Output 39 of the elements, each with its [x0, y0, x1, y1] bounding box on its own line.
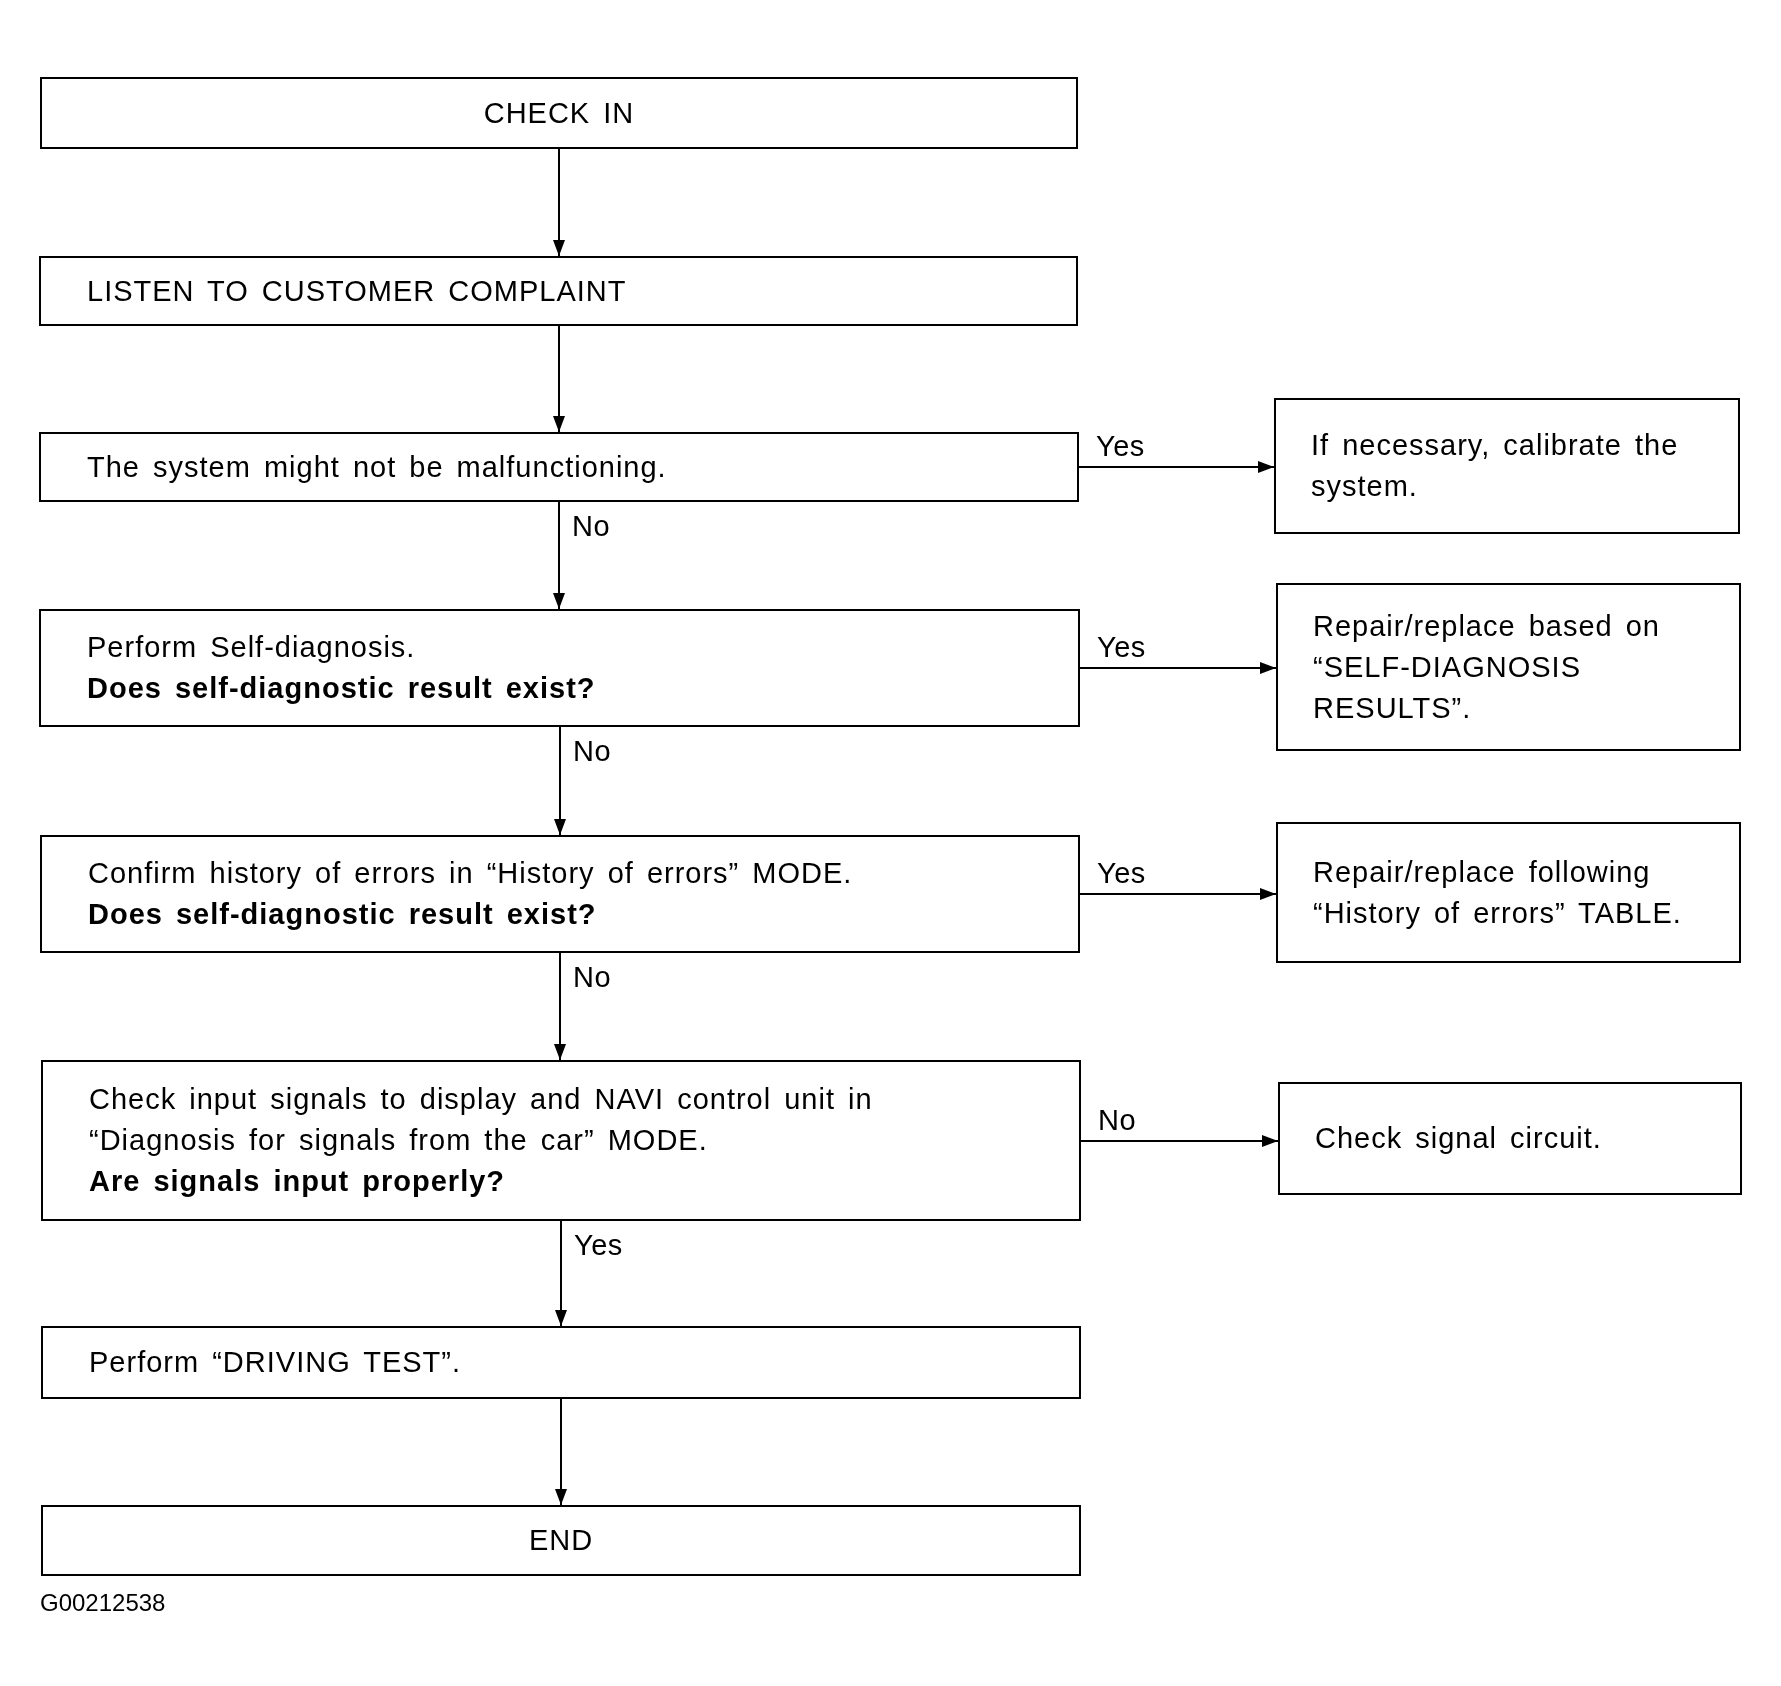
process-box — [39, 432, 1079, 502]
process-box — [41, 1326, 1081, 1399]
process-box — [41, 1505, 1081, 1576]
process-box — [1274, 398, 1740, 534]
process-box — [39, 609, 1080, 727]
question-text: Does self-diagnostic result exist? — [88, 897, 597, 932]
arrow — [1079, 662, 1277, 674]
step-text: Perform Self-diagnosis. — [87, 630, 416, 665]
process-box — [1276, 583, 1741, 751]
arrow — [555, 1220, 567, 1327]
arrow — [1078, 461, 1275, 473]
question-text: Are signals input properly? — [89, 1164, 506, 1199]
arrow — [553, 325, 565, 433]
step-text: LISTEN TO CUSTOMER COMPLAINT — [87, 273, 627, 309]
process-box — [39, 256, 1078, 326]
question-text: Does self-diagnostic result exist? — [87, 671, 596, 706]
step-text: The system might not be malfunctioning. — [87, 449, 667, 485]
step-text: Confirm history of errors in “History of errors” MODE. — [88, 856, 853, 891]
process-box — [1276, 822, 1741, 963]
arrow — [554, 726, 566, 836]
step-text: Check input signals to display and NAVI control unit in “Diagnosis for signals from the car” MODE. — [89, 1082, 874, 1158]
step-text: Check signal circuit. — [1315, 1121, 1602, 1156]
process-box — [1278, 1082, 1742, 1195]
process-box — [40, 77, 1078, 149]
process-box — [41, 1060, 1081, 1221]
step-text: END — [528, 1523, 594, 1558]
arrow — [554, 952, 566, 1061]
arrow — [553, 148, 565, 257]
step-text: Repair/replace based on “SELF-DIAGNOSIS RESULTS”. — [1313, 608, 1661, 726]
arrow — [1079, 888, 1277, 900]
figure-code: G00212538 — [40, 1589, 166, 1617]
arrow — [555, 1398, 567, 1506]
step-text: Repair/replace following “History of errors” TABLE. — [1313, 854, 1683, 931]
step-text: If necessary, calibrate the system. — [1311, 428, 1680, 504]
step-text: Perform “DRIVING TEST”. — [89, 1345, 462, 1380]
process-box — [40, 835, 1080, 953]
arrow — [553, 501, 565, 610]
step-text: CHECK IN — [483, 95, 635, 131]
arrow — [1080, 1135, 1279, 1147]
